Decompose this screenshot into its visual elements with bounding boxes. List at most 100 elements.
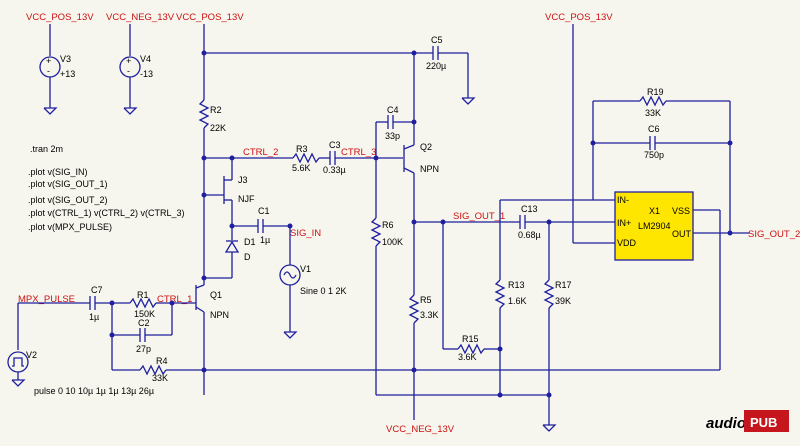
directive-plot-mpx: .plot v(MPX_PULSE) xyxy=(28,222,112,232)
r5-name: R5 xyxy=(420,295,432,305)
capacitor-c1: C1 1µ xyxy=(257,206,290,245)
c5-name: C5 xyxy=(431,35,443,45)
resistor-r19: R19 33K xyxy=(593,87,730,118)
j3-value: NJF xyxy=(238,194,255,204)
resistor-r3: R3 5.6K xyxy=(292,144,330,173)
r1-value: 150K xyxy=(134,309,155,319)
resistor-r4: R4 33K xyxy=(112,356,720,383)
d1-value: D xyxy=(244,252,251,262)
r4-name: R4 xyxy=(156,356,168,366)
capacitor-c3: C3 0.33µ xyxy=(323,140,403,175)
r19-name: R19 xyxy=(647,87,664,97)
directive-plot-sig-out-2: .plot v(SIG_OUT_2) xyxy=(28,195,108,205)
svg-text:+: + xyxy=(46,56,51,66)
q2-name: Q2 xyxy=(420,142,432,152)
directive-plot-ctrl: .plot v(CTRL_1) v(CTRL_2) v(CTRL_3) xyxy=(28,208,185,218)
c7-value: 1µ xyxy=(89,312,99,322)
c4-value: 33p xyxy=(385,131,400,141)
voltage-source-v1: V1 Sine 0 1 2K xyxy=(279,264,347,339)
r2-value: 22K xyxy=(210,123,226,133)
net-label-sig-in: SIG_IN xyxy=(290,228,321,239)
d1-name: D1 xyxy=(244,237,256,247)
c3-value: 0.33µ xyxy=(323,165,346,175)
v4-name: V4 xyxy=(140,54,151,64)
r3-value: 5.6K xyxy=(292,163,311,173)
v1-value: Sine 0 1 2K xyxy=(300,286,347,296)
c1-name: C1 xyxy=(258,206,270,216)
r15-name: R15 xyxy=(462,334,479,344)
net-label-vcc-neg-bottom: VCC_NEG_13V xyxy=(386,424,455,435)
x1-pin-vdd: VDD xyxy=(617,238,637,248)
c13-name: C13 xyxy=(521,204,538,214)
capacitor-c7: C7 1µ xyxy=(89,285,112,322)
net-label-mpx-pulse: MPX_PULSE xyxy=(18,294,75,305)
jfet-j3: J3 NJF xyxy=(201,155,255,212)
voltage-source-v2: V2 pulse 0 10 10µ 1µ 1µ 13µ 26µ xyxy=(7,350,154,396)
r13-name: R13 xyxy=(508,280,525,290)
spice-directives: .tran 2m .plot v(SIG_IN) .plot v(SIG_OUT… xyxy=(28,144,185,232)
v3-value: +13 xyxy=(60,69,75,79)
x1-pin-out: OUT xyxy=(672,229,692,239)
net-label-vcc-pos-main: VCC_POS_13V xyxy=(176,12,244,23)
net-label-vcc-pos: VCC_POS_13V xyxy=(26,12,94,23)
directive-tran: .tran 2m xyxy=(30,144,63,154)
diode-d1: D1 D xyxy=(224,226,256,278)
q2-value: NPN xyxy=(420,164,439,174)
resistor-r6: R6 100K xyxy=(370,158,403,395)
opamp-x1: IN- IN+ VDD VSS OUT X1 LM2904 xyxy=(614,191,694,261)
capacitor-c5: C5 220µ xyxy=(426,35,476,105)
net-label-sig-out-1: SIG_OUT_1 xyxy=(453,211,505,222)
c4-name: C4 xyxy=(387,105,399,115)
net-label-sig-out-2: SIG_OUT_2 xyxy=(748,229,800,240)
r6-name: R6 xyxy=(382,220,394,230)
logo-badge xyxy=(744,410,789,432)
c6-name: C6 xyxy=(648,124,660,134)
audiopub-logo: audio PUB xyxy=(706,410,789,432)
resistor-r13: R13 1.6K xyxy=(494,200,527,395)
directive-plot-sig-out-1: .plot v(SIG_OUT_1) xyxy=(28,179,108,189)
v2-name: V2 xyxy=(26,350,37,360)
voltage-source-v3: VCC_POS_13V + - V3 +13 xyxy=(26,12,94,115)
capacitor-c6: C6 750p xyxy=(593,124,730,160)
net-label-ctrl-1: CTRL_1 xyxy=(157,294,192,305)
r4-value: 33K xyxy=(152,373,168,383)
r3-name: R3 xyxy=(296,144,308,154)
x1-pin-in-pos: IN+ xyxy=(617,218,631,228)
svg-text:-: - xyxy=(127,66,130,76)
c2-name: C2 xyxy=(138,318,150,328)
x1-value: LM2904 xyxy=(638,221,671,231)
x1-name: X1 xyxy=(649,206,660,216)
r6-value: 100K xyxy=(382,237,403,247)
transistor-q2: Q2 NPN xyxy=(403,142,439,174)
c5-value: 220µ xyxy=(426,61,446,71)
net-label-ctrl-2: CTRL_2 xyxy=(243,147,278,158)
capacitor-c13: C13 0.68µ xyxy=(518,204,615,240)
resistor-r17: R17 39K xyxy=(542,222,572,432)
r19-value: 33K xyxy=(645,108,661,118)
v1-name: V1 xyxy=(300,264,311,274)
x1-pin-in-neg: IN- xyxy=(617,195,629,205)
q1-value: NPN xyxy=(210,310,229,320)
resistor-r1: R1 150K xyxy=(112,290,160,319)
capacitor-c4: C4 33p xyxy=(375,105,417,158)
net-label-ctrl-3: CTRL_3 xyxy=(341,147,376,158)
svg-text:+: + xyxy=(126,56,131,66)
r2-name: R2 xyxy=(210,105,222,115)
j3-name: J3 xyxy=(238,175,248,185)
r5-value: 3.3K xyxy=(420,310,439,320)
v2-value: pulse 0 10 10µ 1µ 1µ 13µ 26µ xyxy=(34,386,154,396)
net-label-vcc-neg: VCC_NEG_13V xyxy=(106,12,175,23)
svg-text:-: - xyxy=(47,66,50,76)
c13-value: 0.68µ xyxy=(518,230,541,240)
v3-name: V3 xyxy=(60,54,71,64)
x1-pin-vss: VSS xyxy=(672,206,690,216)
r17-value: 39K xyxy=(555,296,571,306)
c6-value: 750p xyxy=(644,150,664,160)
resistor-r2: R2 22K xyxy=(198,99,226,133)
directive-plot-sig-in: .plot v(SIG_IN) xyxy=(28,167,88,177)
capacitor-c2: C2 27p xyxy=(109,303,173,354)
q1-name: Q1 xyxy=(210,290,222,300)
v4-value: -13 xyxy=(140,69,153,79)
logo-text-pub: PUB xyxy=(750,415,777,430)
